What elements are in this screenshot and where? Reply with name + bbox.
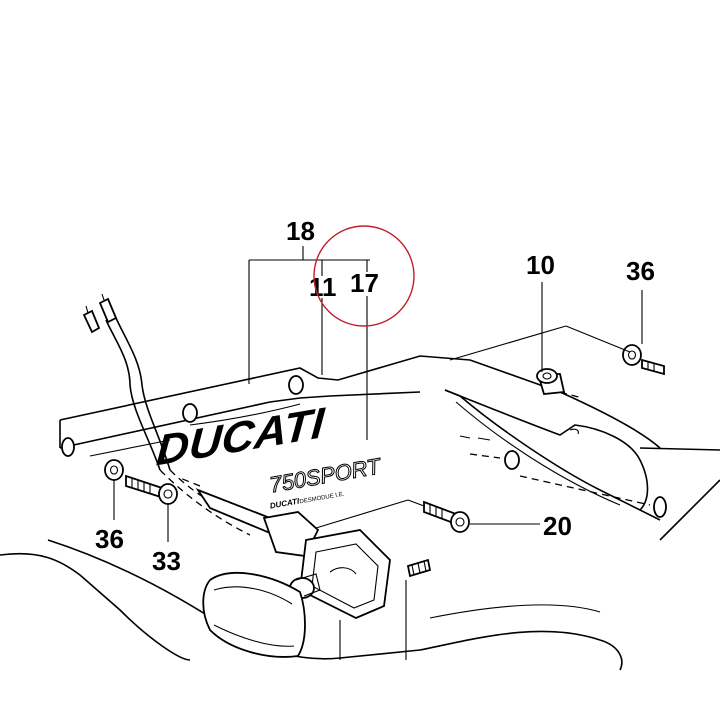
callout-33: 33 (152, 546, 181, 576)
decal-model-text: 750SPORT (268, 453, 384, 497)
turn-signal-assembly (195, 488, 391, 658)
leader-lines (113, 246, 651, 660)
washer-36-left (104, 459, 124, 481)
bolt-20 (423, 500, 470, 533)
spacer-10 (536, 368, 566, 395)
callout-10: 10 (526, 250, 555, 280)
lens-screw (406, 558, 432, 578)
washer-36-top-right (622, 344, 665, 376)
callout-18: 18 (286, 216, 315, 246)
decal-subline-text: DESMODUE I.E. (299, 492, 345, 506)
callout-36-top: 36 (626, 256, 655, 286)
highlight-circle (313, 225, 415, 327)
decal-brand-text: DUCATI (155, 399, 328, 475)
callout-20: 20 (543, 511, 572, 541)
callout-17: 17 (350, 268, 379, 298)
callout-36-left: 36 (95, 524, 124, 554)
callout-11: 11 (309, 272, 337, 302)
decal-brand-small-text: DUCATI (269, 496, 301, 510)
tail-frame-outline (0, 355, 720, 671)
screw-33 (125, 474, 178, 505)
turn-signal-wiring (82, 293, 256, 536)
